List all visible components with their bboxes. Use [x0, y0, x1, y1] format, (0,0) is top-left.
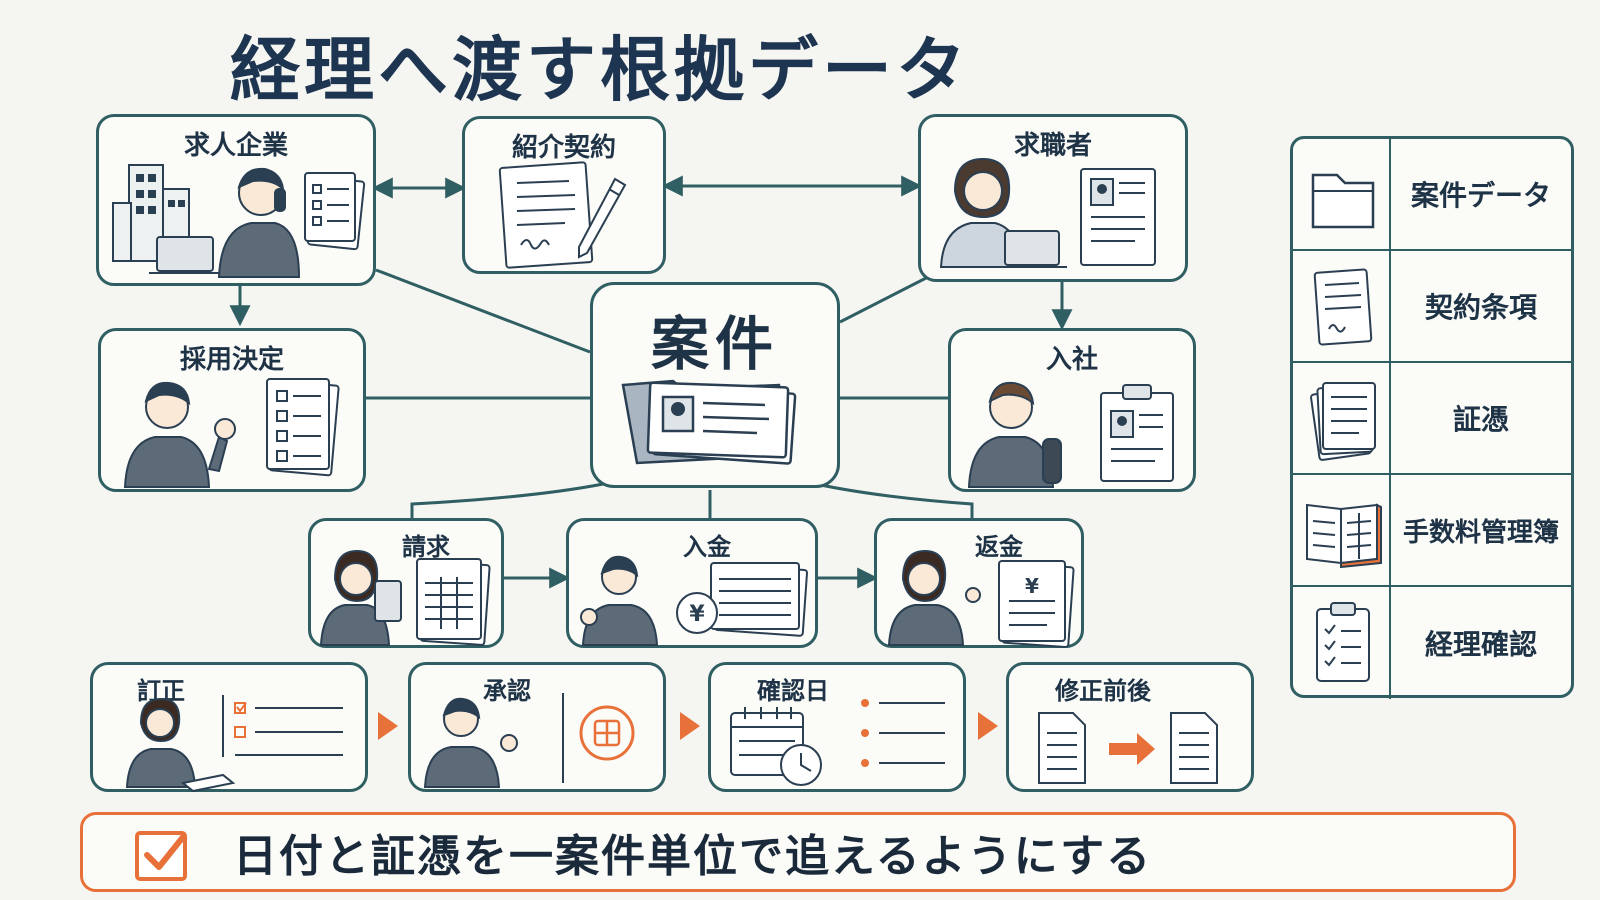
approval-stamp-icon — [579, 705, 635, 761]
process-approval[interactable]: 承認 — [408, 662, 666, 792]
resume-document-icon — [1080, 168, 1156, 266]
legend-label: 証憑 — [1452, 403, 1509, 436]
svg-text:¥: ¥ — [1025, 574, 1039, 598]
node-case-label: 案件 — [650, 310, 779, 378]
node-seeker-label: 求職者 — [1013, 131, 1092, 161]
case-folder-icon — [621, 379, 797, 465]
legend-item-contract-terms: 契約条項 — [1293, 251, 1571, 363]
node-contract-label: 紹介契約 — [511, 133, 616, 163]
node-billing-label: 請求 — [402, 533, 450, 561]
woman-writing-icon — [125, 697, 236, 793]
invoice-sheet-icon — [416, 558, 491, 646]
legend-label: 経理確認 — [1424, 628, 1537, 661]
document-revision-icon — [1038, 712, 1218, 784]
woman-pointing-icon — [887, 549, 981, 646]
seeker-woman-icon — [939, 157, 1067, 268]
receipt-stack-icon — [1310, 363, 1391, 473]
checklist-icon — [266, 378, 340, 477]
node-case[interactable]: 案件 — [590, 282, 840, 488]
businessman-ok-icon — [423, 693, 564, 788]
checklist-icon — [304, 172, 366, 251]
svg-text:¥: ¥ — [689, 602, 705, 627]
legend-item-case-data: 案件データ — [1293, 139, 1571, 251]
process-approval-label: 承認 — [483, 677, 531, 705]
contract-pen-icon — [498, 161, 627, 269]
ledger-book-icon — [1306, 475, 1391, 585]
legend-item-evidence: 証憑 — [1293, 363, 1571, 475]
id-badge-icon — [1100, 384, 1174, 482]
process-before-after-label: 修正前後 — [1055, 677, 1151, 705]
page-title: 経理へ渡す根拠データ — [230, 29, 970, 111]
node-join-label: 入社 — [1045, 345, 1098, 375]
node-refund[interactable]: 返金 ¥ — [874, 518, 1084, 649]
legend-label: 案件データ — [1410, 179, 1551, 212]
node-payment[interactable]: 入金 ¥ — [566, 518, 818, 648]
summary-text: 日付と証憑を一案件単位で追えるようにする — [233, 831, 1153, 882]
process-before-after[interactable]: 修正前後 — [1006, 662, 1254, 792]
node-hire-label: 採用決定 — [179, 345, 284, 375]
process-confirmation-date[interactable]: 確認日 — [708, 662, 966, 792]
legend-panel: 案件データ 契約条項 証憑 — [1290, 136, 1574, 699]
businessman-phone-icon — [217, 167, 301, 278]
yen-ledger-icon: ¥ — [676, 562, 808, 637]
new-employee-icon — [967, 381, 1062, 488]
node-hire[interactable]: 採用決定 — [98, 328, 366, 492]
arrow-right-icon — [1109, 733, 1155, 765]
process-correction[interactable]: 訂正 — [90, 662, 368, 793]
node-join[interactable]: 入社 — [948, 328, 1196, 492]
yen-document-icon: ¥ — [998, 560, 1075, 649]
node-contract[interactable]: 紹介契約 — [462, 116, 666, 274]
businessman-thumbsup-icon — [580, 555, 659, 646]
office-building-icon — [112, 164, 223, 274]
node-refund-label: 返金 — [975, 533, 1023, 561]
checkbox-list-icon — [222, 695, 343, 757]
folder-icon — [1311, 139, 1391, 249]
legend-item-fee-ledger: 手数料管理簿 — [1293, 475, 1571, 587]
contract-document-icon — [1313, 251, 1391, 361]
process-confirmation-date-label: 確認日 — [757, 677, 829, 705]
legend-label: 契約条項 — [1424, 291, 1537, 324]
checkbox-checked-icon — [135, 831, 187, 881]
node-payment-label: 入金 — [683, 533, 731, 561]
calendar-clock-icon — [730, 699, 945, 786]
node-seeker[interactable]: 求職者 — [918, 114, 1188, 282]
woman-calculator-icon — [319, 549, 402, 646]
node-company-label: 求人企業 — [183, 131, 288, 161]
node-company[interactable]: 求人企業 — [96, 114, 376, 286]
legend-label: 手数料管理簿 — [1402, 517, 1559, 548]
summary-banner: 日付と証憑を一案件単位で追えるようにする — [80, 812, 1516, 892]
clipboard-checklist-icon — [1316, 587, 1391, 699]
businessman-fist-icon — [123, 381, 236, 488]
node-billing[interactable]: 請求 — [308, 518, 504, 648]
legend-item-accounting-check: 経理確認 — [1293, 587, 1571, 699]
